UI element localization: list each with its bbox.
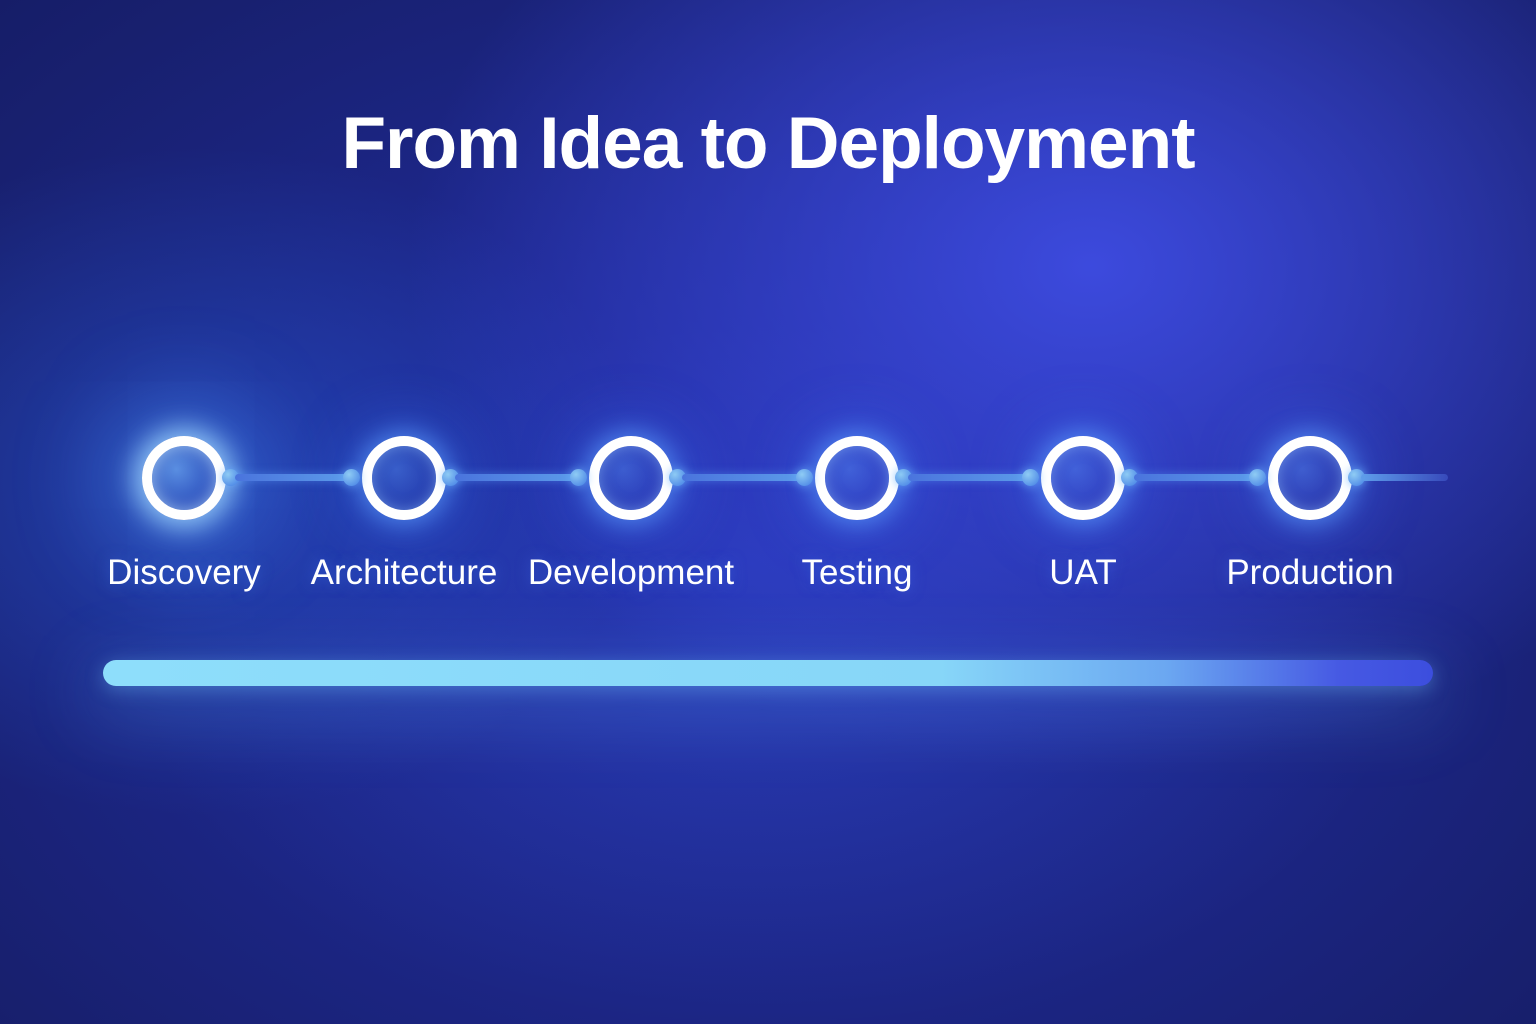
stage-label: Production (1226, 553, 1394, 592)
connector-line (1361, 474, 1448, 481)
connector-endpoint-dot-icon (796, 469, 813, 486)
stage-circle-icon (815, 436, 899, 520)
timeline-station-development: Development (511, 436, 751, 594)
connector-endpoint-dot-icon (1249, 469, 1266, 486)
connector-segment (442, 469, 587, 486)
timeline-station-uat: UAT (963, 436, 1203, 594)
connector-endpoint-dot-icon (895, 469, 912, 486)
stage-label: Testing (801, 553, 913, 592)
timeline-tail-segment (1348, 469, 1448, 486)
timeline-station-discovery: Discovery (64, 436, 304, 594)
connector-endpoint-dot-icon (1348, 469, 1365, 486)
connector-line (1134, 474, 1253, 481)
connector-endpoint-dot-icon (570, 469, 587, 486)
stage-circle-icon (1268, 436, 1352, 520)
connector-endpoint-dot-icon (343, 469, 360, 486)
stage-circle-icon (362, 436, 446, 520)
stage-circle-icon (1041, 436, 1125, 520)
connector-segment (1121, 469, 1266, 486)
connector-line (908, 474, 1026, 481)
timeline-station-testing: Testing (737, 436, 977, 594)
connector-endpoint-dot-icon (222, 469, 239, 486)
stage-label: Development (527, 553, 735, 592)
connector-line (455, 474, 574, 481)
stage-circle-icon (142, 436, 226, 520)
timeline-station-architecture: Architecture (284, 436, 524, 594)
stage-label: Architecture (310, 553, 498, 592)
connector-endpoint-dot-icon (1022, 469, 1039, 486)
connector-segment (222, 469, 360, 486)
connector-segment (669, 469, 813, 486)
timeline-station-production: Production (1190, 436, 1430, 594)
progress-gradient-bar (103, 660, 1433, 686)
connector-line (682, 474, 800, 481)
connector-endpoint-dot-icon (1121, 469, 1138, 486)
connector-line (235, 474, 347, 481)
stage-label: UAT (1049, 553, 1117, 592)
stage-label: Discovery (107, 553, 261, 592)
connector-endpoint-dot-icon (669, 469, 686, 486)
connector-endpoint-dot-icon (442, 469, 459, 486)
stage-circle-icon (589, 436, 673, 520)
page-title: From Idea to Deployment (341, 103, 1195, 184)
connector-segment (895, 469, 1039, 486)
